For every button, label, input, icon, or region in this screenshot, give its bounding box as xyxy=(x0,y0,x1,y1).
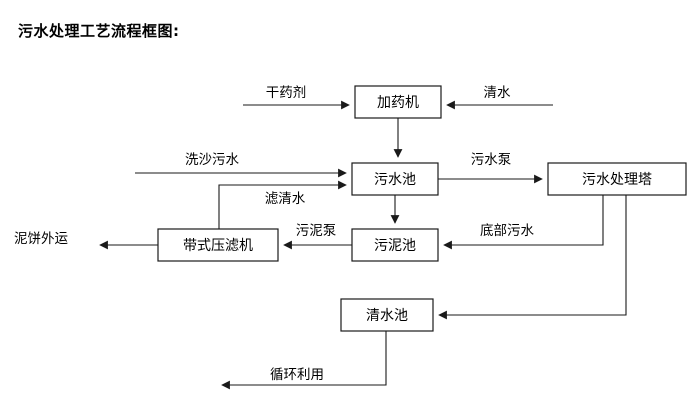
edge-label-wastewater-pump: 污水泵 xyxy=(471,152,512,168)
edge-treatment-tower-to-clear-water-pool xyxy=(438,195,627,320)
node-box-wastewater-pool xyxy=(351,162,439,196)
node-box-belt-filter-press xyxy=(157,228,279,262)
node-wastewater-pool[interactable]: 污水池 xyxy=(351,162,439,196)
edge-label-dry-chemical: 干药剂 xyxy=(266,85,307,101)
edge-label-sludge-pump: 污泥泵 xyxy=(296,223,337,239)
node-box-clear-water-pool xyxy=(340,298,434,332)
node-belt-filter-press[interactable]: 带式压滤机 xyxy=(157,228,279,262)
node-box-sludge-pool xyxy=(351,228,439,262)
edge-label-bottom-wastewater: 底部污水 xyxy=(480,223,534,239)
node-clear-water-pool[interactable]: 清水池 xyxy=(340,298,434,332)
node-label-wastewater-pool: 污水池 xyxy=(374,172,416,188)
node-box-treatment-tower xyxy=(547,162,687,196)
edge-bottom-wastewater-to-sludge-pool xyxy=(443,195,604,250)
page-title: 污水处理工艺流程框图: xyxy=(18,22,180,40)
edge-label-clean-water: 清水 xyxy=(484,85,511,101)
terminal-label-mud-cake-out: 泥饼外运 xyxy=(14,231,68,247)
edge-clear-water-pool-to-recycle xyxy=(221,331,387,390)
node-dosing-machine[interactable]: 加药机 xyxy=(354,85,442,119)
edge-filtered-water-to-wastewater-pool xyxy=(218,180,347,229)
node-box-dosing-machine xyxy=(354,85,442,119)
node-label-treatment-tower: 污水处理塔 xyxy=(582,172,652,188)
node-treatment-tower[interactable]: 污水处理塔 xyxy=(547,162,687,196)
node-label-sludge-pool: 污泥池 xyxy=(374,238,416,254)
node-label-clear-water-pool: 清水池 xyxy=(366,308,408,324)
edge-label-recycle-reuse: 循环利用 xyxy=(270,367,324,383)
edge-label-sand-wash-water: 洗沙污水 xyxy=(185,152,239,168)
node-label-dosing-machine: 加药机 xyxy=(377,95,419,111)
node-label-belt-filter-press: 带式压滤机 xyxy=(183,238,253,254)
edge-label-filtered-water: 滤清水 xyxy=(265,191,306,207)
node-sludge-pool[interactable]: 污泥池 xyxy=(351,228,439,262)
